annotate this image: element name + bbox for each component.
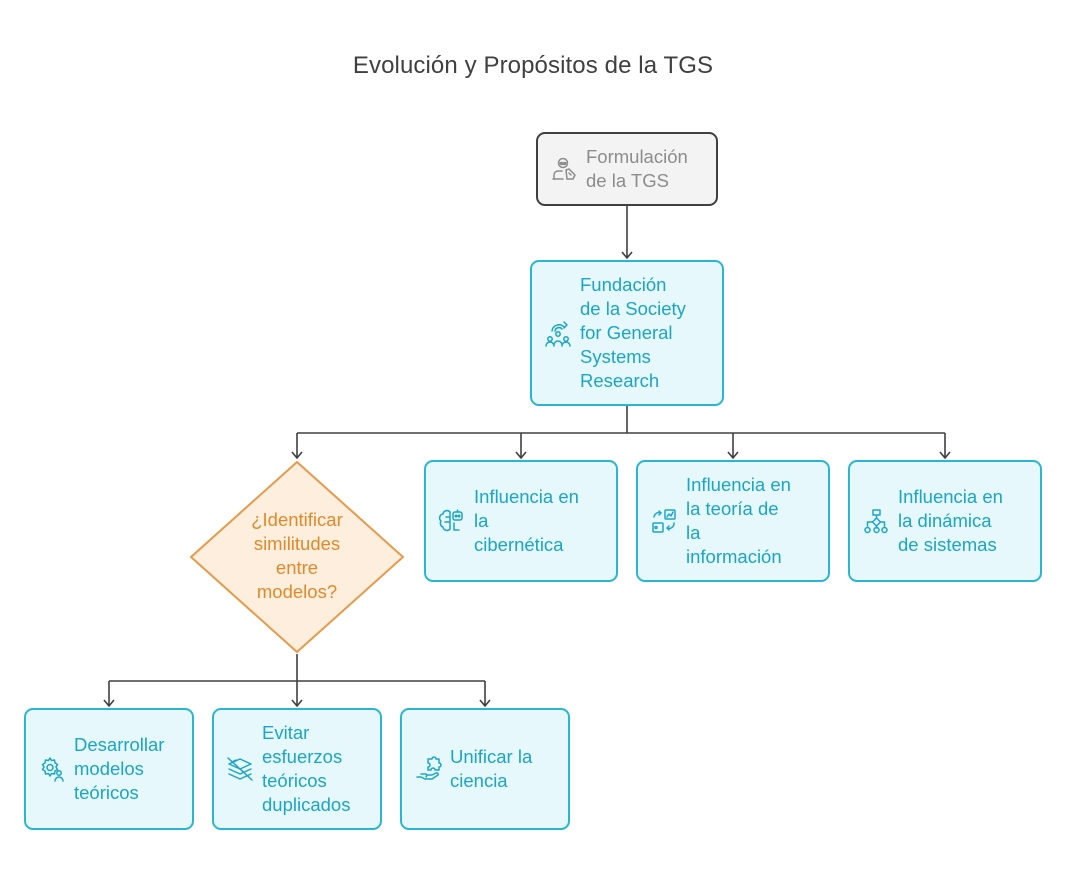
node-informacion-label: Influencia en la teoría de la informació…	[686, 474, 791, 567]
puzzle-hand-icon	[414, 755, 442, 783]
node-cibernetica: Influencia en la cibernética	[424, 460, 618, 582]
gear-person-icon	[38, 755, 66, 783]
decision-diamond	[190, 461, 404, 653]
node-fundacion: Fundación de la Society for General Syst…	[530, 260, 724, 406]
node-evitar-label: Evitar esfuerzos teóricos duplicados	[262, 722, 351, 815]
node-dinamica: Influencia en la dinámica de sistemas	[848, 460, 1042, 582]
node-cibernetica-label: Influencia en la cibernética	[474, 486, 579, 555]
node-fundacion-label: Fundación de la Society for General Syst…	[580, 274, 686, 391]
node-unificar-label: Unificar la ciencia	[450, 746, 533, 791]
node-informacion: Influencia en la teoría de la informació…	[636, 460, 830, 582]
scientist-icon	[550, 155, 578, 183]
node-formulacion-label: Formulación de la TGS	[586, 146, 688, 191]
brain-robot-icon	[438, 507, 466, 535]
decision-label: ¿Identificar similitudes entre modelos?	[251, 509, 343, 602]
community-network-icon	[544, 319, 572, 347]
node-desarrollar-label: Desarrollar modelos teóricos	[74, 734, 165, 803]
crossed-layers-icon	[226, 755, 254, 783]
node-formulacion: Formulación de la TGS	[536, 132, 718, 206]
node-evitar: Evitar esfuerzos teóricos duplicados	[212, 708, 382, 830]
node-dinamica-label: Influencia en la dinámica de sistemas	[898, 486, 1003, 555]
flowchart-icon	[862, 507, 890, 535]
data-transfer-icon	[650, 507, 678, 535]
diagram-title: Evolución y Propósitos de la TGS	[352, 52, 714, 79]
node-unificar: Unificar la ciencia	[400, 708, 570, 830]
node-desarrollar: Desarrollar modelos teóricos	[24, 708, 194, 830]
